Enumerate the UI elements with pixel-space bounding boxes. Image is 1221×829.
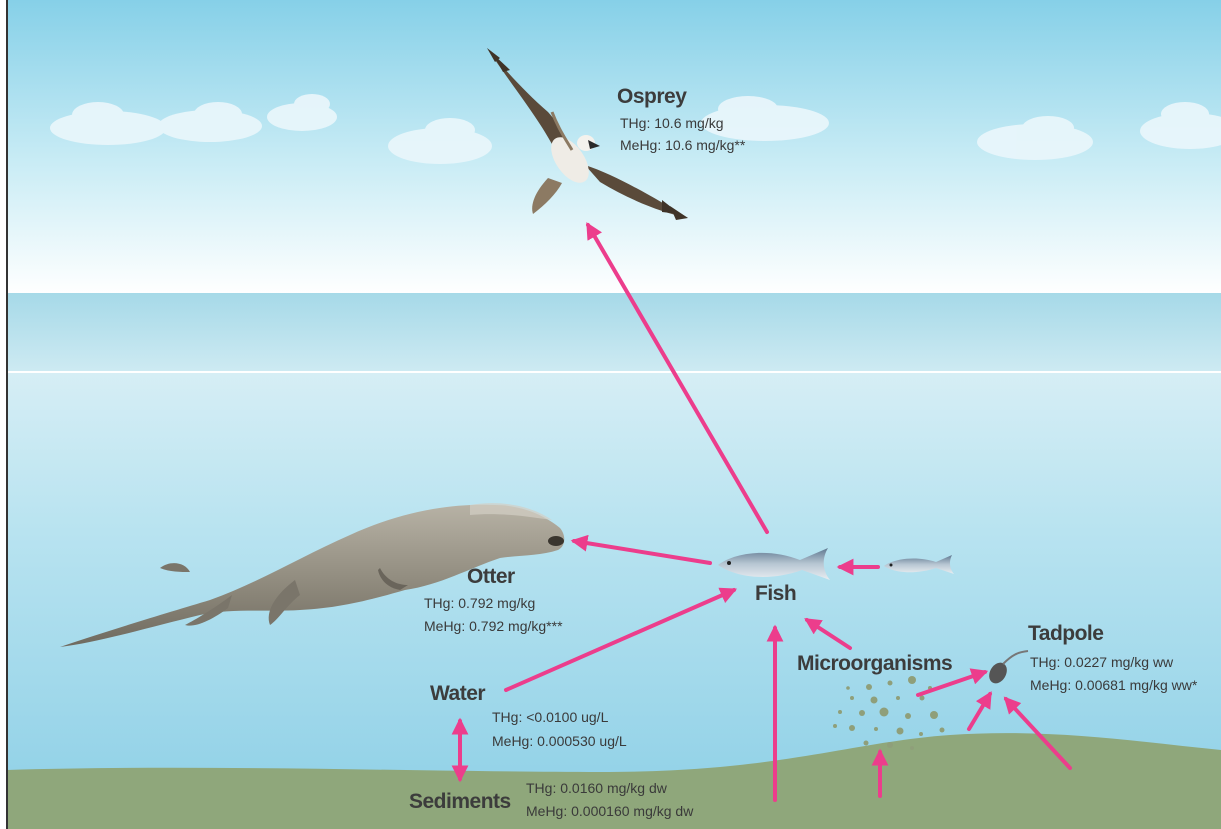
sediments-mehg: MeHg: 0.000160 mg/kg dw	[526, 801, 693, 822]
water-thg: THg: <0.0100 ug/L	[492, 707, 608, 728]
microorganisms-title: Microorganisms	[797, 652, 952, 676]
tadpole-mehg: MeHg: 0.00681 mg/kg ww*	[1030, 675, 1197, 696]
otter-thg: THg: 0.792 mg/kg	[424, 593, 535, 614]
distant-water	[7, 293, 1221, 371]
osprey-title: Osprey	[617, 85, 686, 109]
otter-title: Otter	[467, 565, 515, 589]
osprey-thg: THg: 10.6 mg/kg	[620, 113, 724, 134]
fish-title: Fish	[755, 582, 796, 606]
otter-mehg: MeHg: 0.792 mg/kg***	[424, 616, 563, 637]
sediments-thg: THg: 0.0160 mg/kg dw	[526, 778, 667, 799]
water-mehg: MeHg: 0.000530 ug/L	[492, 731, 627, 752]
osprey-mehg: MeHg: 10.6 mg/kg**	[620, 135, 745, 156]
sediments-title: Sediments	[409, 790, 511, 814]
water-title: Water	[430, 682, 485, 706]
tadpole-title: Tadpole	[1028, 622, 1103, 646]
tadpole-thg: THg: 0.0227 mg/kg ww	[1030, 652, 1173, 673]
